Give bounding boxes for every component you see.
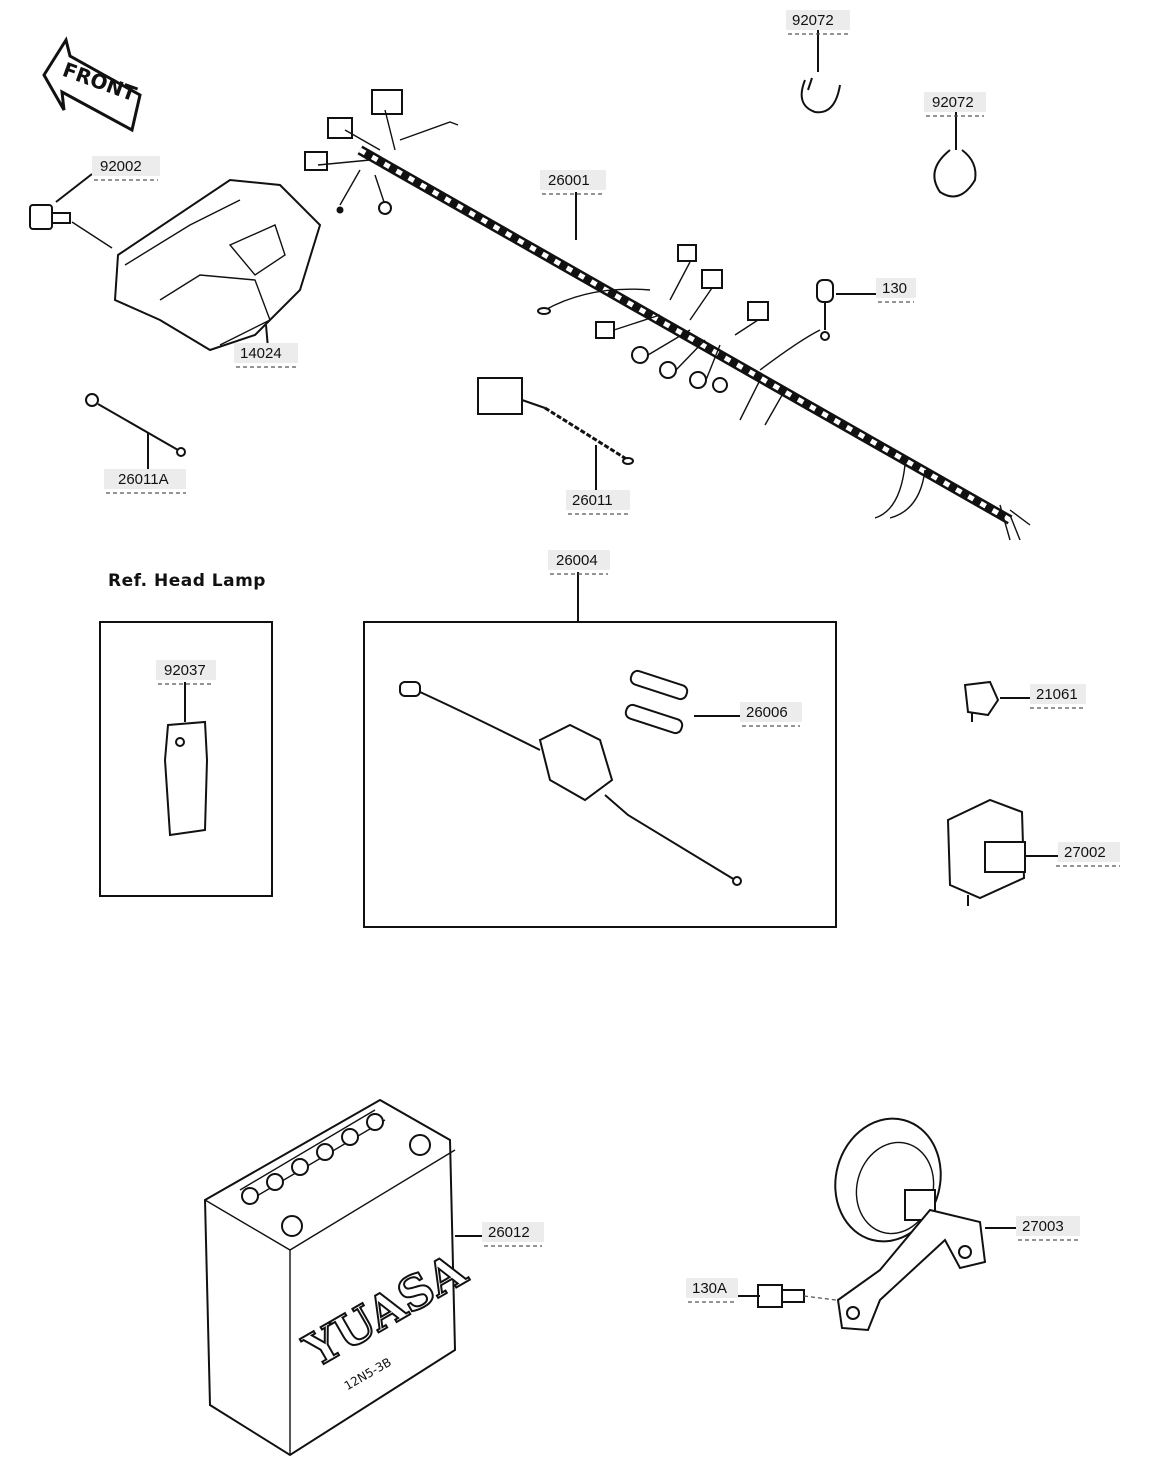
relay-21061 [963, 680, 1000, 722]
svg-text:92072: 92072 [792, 12, 834, 29]
clamp-92072-a [800, 77, 841, 114]
svg-text:130: 130 [882, 280, 907, 297]
cover-14024 [113, 178, 322, 352]
bolt-92002 [29, 204, 113, 249]
label-92002: 92002 [92, 156, 160, 181]
flasher-27002 [946, 798, 1026, 906]
fuse-kit-frame [363, 621, 837, 928]
label-92072-b: 92072 [924, 92, 986, 117]
label-92072-a: 92072 [786, 10, 850, 35]
label-27003: 27003 [1016, 1216, 1080, 1241]
svg-text:92072: 92072 [932, 94, 974, 111]
label-26001: 26001 [540, 170, 606, 195]
label-26011: 26011 [566, 490, 630, 515]
label-26004: 26004 [548, 550, 610, 575]
fuse-holder-26004 [399, 681, 742, 886]
label-14024: 14024 [234, 343, 298, 368]
head-lamp-ref-title: Ref. Head Lamp [108, 571, 266, 591]
svg-text:92002: 92002 [100, 158, 142, 175]
svg-text:26011A: 26011A [118, 471, 169, 488]
svg-text:27002: 27002 [1064, 844, 1106, 861]
svg-text:26011: 26011 [572, 492, 613, 509]
label-130: 130 [876, 278, 916, 303]
battery-26012: YUASA 12N5-3B [203, 1098, 477, 1457]
svg-text:26006: 26006 [746, 704, 788, 721]
lead-26011 [477, 377, 634, 465]
front-arrow-icon: FRONT [42, 36, 142, 133]
horn-27003 [834, 1117, 987, 1332]
label-21061: 21061 [1030, 684, 1086, 709]
label-26011A: 26011A [104, 469, 186, 494]
label-92037: 92037 [156, 660, 216, 685]
svg-text:26004: 26004 [556, 552, 598, 569]
svg-text:21061: 21061 [1036, 686, 1078, 703]
fuses-26006 [624, 669, 689, 735]
bracket-92037 [163, 720, 209, 837]
bolt-130 [816, 279, 834, 341]
svg-text:26001: 26001 [548, 172, 590, 189]
svg-text:14024: 14024 [240, 345, 282, 362]
label-26006: 26006 [740, 702, 802, 727]
head-lamp-ref-frame [99, 621, 273, 897]
svg-text:26012: 26012 [488, 1224, 530, 1241]
wiring-harness-26001 [304, 89, 1031, 541]
svg-text:27003: 27003 [1022, 1218, 1064, 1235]
bolt-130A [757, 1284, 837, 1308]
label-27002: 27002 [1056, 842, 1120, 867]
label-26012: 26012 [482, 1222, 544, 1247]
svg-text:130A: 130A [692, 1280, 727, 1297]
clamp-92072-b [933, 149, 977, 198]
lead-26011A [85, 393, 186, 457]
svg-text:92037: 92037 [164, 662, 206, 679]
label-130A: 130A [686, 1278, 738, 1303]
